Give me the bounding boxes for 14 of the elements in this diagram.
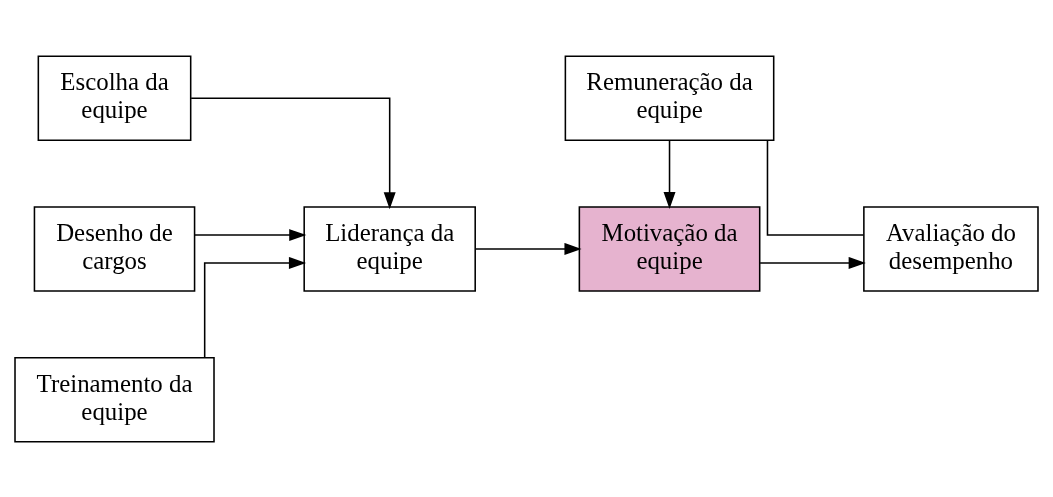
- arrow: [663, 138, 676, 209]
- node-box: Motivação da equipe: [578, 205, 761, 292]
- arrow: [190, 96, 396, 209]
- arrow: [475, 242, 582, 255]
- node-box: Escolha da equipe: [37, 54, 192, 141]
- node-box: Avaliação do desempenho: [863, 205, 1039, 292]
- node-box: Remuneração da equipe: [564, 54, 775, 141]
- connector: [766, 139, 865, 236]
- arrow: [194, 228, 307, 241]
- arrow: [203, 256, 307, 358]
- node-box: Liderança da equipe: [303, 205, 476, 292]
- node-box: Desenho de cargos: [33, 205, 196, 292]
- arrow: [759, 256, 866, 269]
- node-box: Treinamento da equipe: [14, 356, 215, 443]
